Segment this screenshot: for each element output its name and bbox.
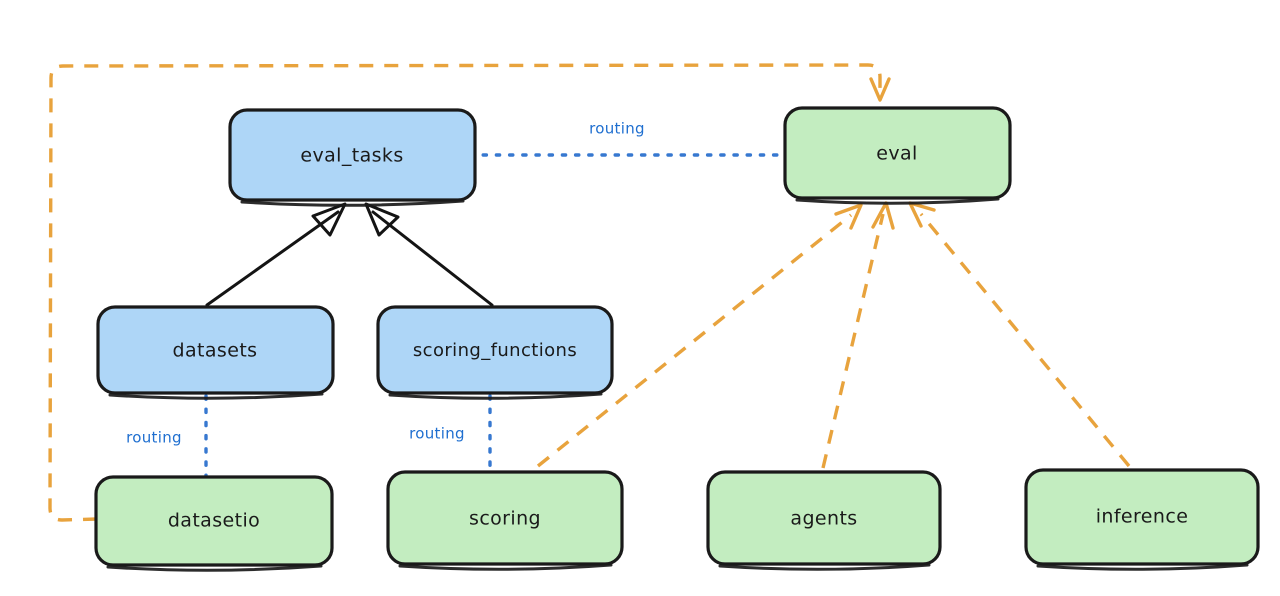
edge-agents-eval-path xyxy=(821,213,885,469)
edge-datasets-eval-tasks-path xyxy=(205,210,340,307)
node-agents-shape xyxy=(706,470,942,566)
node-eval-tasks-label: eval_tasks xyxy=(300,145,403,167)
edge-scoringfn-eval-tasks-arrowhead xyxy=(364,202,400,237)
edge-scoring-eval-arrowhead xyxy=(834,203,863,230)
node-inference-shadow xyxy=(1036,563,1249,571)
node-scoring-shadow xyxy=(398,563,613,571)
node-datasets-shape xyxy=(96,305,335,395)
edge-datasetio-eval[interactable] xyxy=(48,63,891,522)
edge-label-routing-datasets-datasetio: routing xyxy=(126,429,182,447)
node-scoring-functions-shape xyxy=(376,305,614,395)
node-eval-tasks[interactable]: eval_tasks xyxy=(228,108,477,207)
edge-agents-eval[interactable] xyxy=(821,201,895,469)
node-datasetio[interactable]: datasetio xyxy=(94,475,334,572)
edge-label-routing-eval-tasks-eval: routing xyxy=(589,120,645,138)
edge-label-routing-scoringfn-scoring: routing xyxy=(409,425,465,443)
node-datasetio-label: datasetio xyxy=(168,510,260,532)
node-agents-label: agents xyxy=(790,508,857,530)
node-scoring-functions-label: scoring_functions xyxy=(413,340,577,361)
node-scoring-shape xyxy=(386,470,624,566)
node-inference[interactable]: inference xyxy=(1024,468,1260,571)
node-datasetio-shadow xyxy=(106,564,323,572)
node-scoring-functions-shadow xyxy=(388,392,603,400)
edge-label-layer: routing routing routing xyxy=(126,120,645,447)
node-datasetio-shape xyxy=(94,475,334,567)
edge-scoring-eval[interactable] xyxy=(536,203,863,468)
node-inference-shape xyxy=(1024,468,1260,566)
node-scoring-label: scoring xyxy=(469,508,541,530)
edge-datasets-eval-tasks[interactable] xyxy=(205,202,347,307)
node-scoring[interactable]: scoring xyxy=(386,470,624,571)
node-eval-shape xyxy=(783,106,1012,200)
node-eval-tasks-shape xyxy=(228,108,477,202)
node-inference-label: inference xyxy=(1096,506,1189,528)
node-agents-shadow xyxy=(718,563,931,571)
node-eval-label: eval xyxy=(876,143,917,165)
node-eval-shadow xyxy=(795,197,1000,205)
edge-scoringfn-eval-tasks[interactable] xyxy=(364,202,494,307)
edge-scoring-eval-path xyxy=(536,213,853,468)
edge-datasets-eval-tasks-arrowhead xyxy=(311,202,347,237)
edge-inference-eval-path xyxy=(919,212,1131,468)
node-datasets-shadow xyxy=(108,392,324,400)
node-eval-tasks-shadow xyxy=(240,199,465,207)
node-agents[interactable]: agents xyxy=(706,470,942,571)
edge-inference-eval[interactable] xyxy=(908,201,1131,468)
edge-datasetio-eval-arrowhead xyxy=(869,77,891,102)
node-datasets-label: datasets xyxy=(173,340,258,362)
node-layer: eval_tasks eval datasets scoring_functio… xyxy=(94,106,1260,572)
edge-scoringfn-eval-tasks-path xyxy=(371,210,494,307)
node-eval[interactable]: eval xyxy=(783,106,1012,205)
node-datasets[interactable]: datasets xyxy=(96,305,335,400)
node-scoring-functions[interactable]: scoring_functions xyxy=(376,305,614,400)
